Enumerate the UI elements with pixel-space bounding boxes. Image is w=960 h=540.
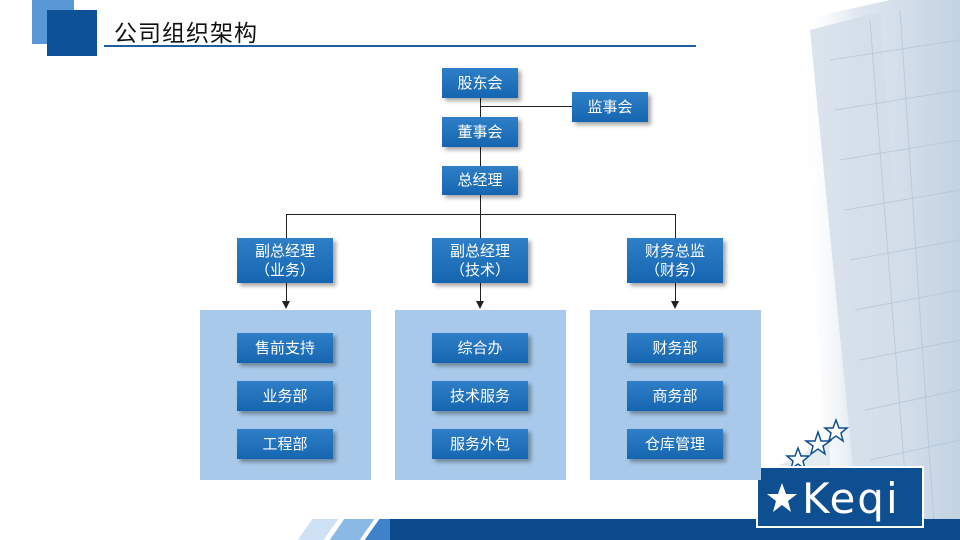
connector-line [480, 146, 481, 166]
node-label: 售前支持 [254, 338, 315, 357]
node-label: 仓库管理 [644, 434, 705, 453]
dept-outsourcing: 服务外包 [432, 429, 528, 459]
node-sublabel: （业务） [254, 260, 315, 279]
arrow-down-icon [282, 301, 290, 309]
logo-text: Keqi [802, 474, 900, 523]
dept-tech-service: 技术服务 [432, 381, 528, 411]
arrow-down-icon [476, 301, 484, 309]
page-title: 公司组织架构 [114, 21, 258, 47]
arrow-down-icon [671, 301, 679, 309]
node-label: 总经理 [457, 171, 503, 190]
connector-line [286, 283, 287, 302]
connector-line-supervisors [480, 106, 572, 107]
node-cfo: 财务总监 （财务） [627, 238, 723, 283]
header-decor-dark [47, 10, 97, 56]
node-vp-tech: 副总经理 （技术） [432, 238, 528, 283]
dept-finance: 财务部 [627, 333, 723, 363]
node-label: 副总经理 [449, 241, 510, 260]
dept-general-office: 综合办 [432, 333, 528, 363]
dept-warehouse: 仓库管理 [627, 429, 723, 459]
connector-line [286, 214, 287, 238]
node-label: 综合办 [457, 338, 503, 357]
connector-line [675, 214, 676, 238]
dept-engineering: 工程部 [237, 429, 333, 459]
node-label: 商务部 [652, 386, 698, 405]
node-shareholders: 股东会 [442, 68, 518, 98]
node-vp-business: 副总经理 （业务） [237, 238, 333, 283]
stars-decoration-icon [784, 418, 850, 471]
node-label: 股东会 [457, 73, 503, 92]
connector-line [480, 98, 481, 118]
node-sublabel: （技术） [449, 260, 510, 279]
node-label: 服务外包 [449, 434, 510, 453]
connector-line [480, 283, 481, 302]
node-label: 财务总监 [644, 241, 705, 260]
node-label: 业务部 [262, 386, 308, 405]
title-underline [104, 45, 696, 47]
node-supervisors: 监事会 [572, 92, 648, 122]
keqi-logo: Keqi [756, 466, 924, 528]
node-label: 技术服务 [449, 386, 510, 405]
node-label: 董事会 [457, 122, 503, 141]
star-icon [767, 483, 797, 512]
node-label: 监事会 [587, 97, 633, 116]
node-label: 工程部 [262, 434, 308, 453]
dept-commerce: 商务部 [627, 381, 723, 411]
node-general-manager: 总经理 [442, 166, 518, 195]
node-sublabel: （财务） [644, 260, 705, 279]
node-board: 董事会 [442, 117, 518, 147]
dept-business: 业务部 [237, 381, 333, 411]
dept-presales: 售前支持 [237, 333, 333, 363]
building-background-image [770, 0, 960, 540]
connector-line-horizontal [286, 214, 676, 215]
connector-line [675, 283, 676, 302]
node-label: 副总经理 [254, 241, 315, 260]
node-label: 财务部 [652, 338, 698, 357]
connector-line [480, 194, 481, 238]
